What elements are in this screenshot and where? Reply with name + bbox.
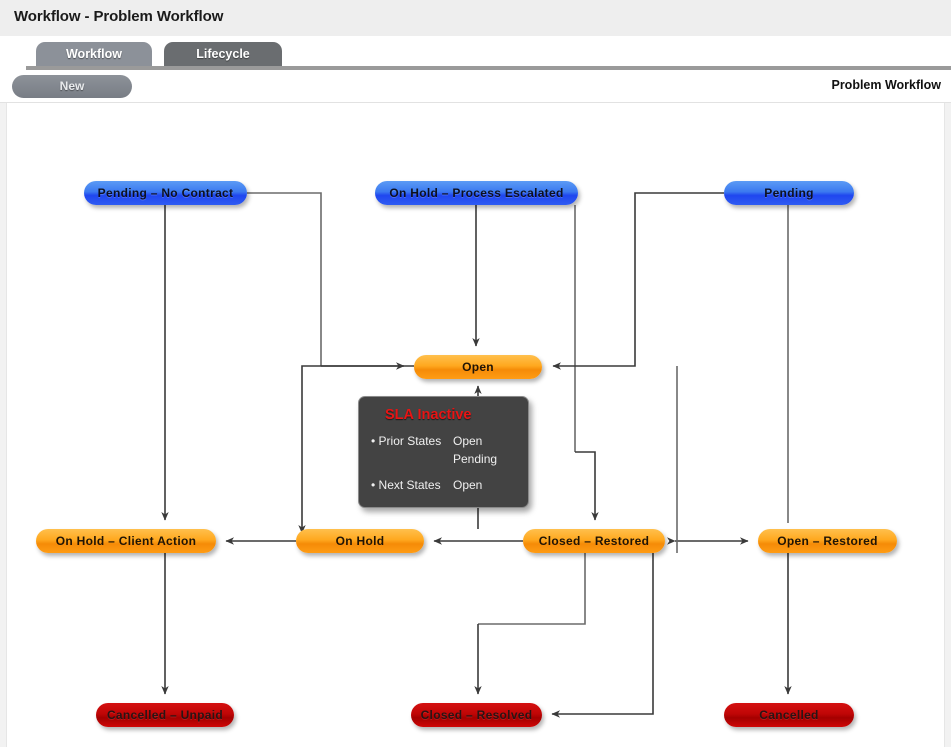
node-open-restored[interactable]: Open – Restored [758,529,897,553]
tooltip-next-states-label: • Next States [371,478,441,492]
workflow-name-label: Problem Workflow [831,78,941,92]
tooltip-next-states-row: • Next States Open [371,477,516,493]
node-cancelled[interactable]: Cancelled [724,703,854,727]
tab-lifecycle[interactable]: Lifecycle [164,42,282,68]
node-on-hold-client-action[interactable]: On Hold – Client Action [36,529,216,553]
sla-tooltip: SLA Inactive • Prior States Open Pending… [358,396,529,508]
canvas-left-rail [0,103,7,747]
page-title: Workflow - Problem Workflow [14,8,224,25]
workflow-canvas[interactable]: Pending – No Contract On Hold – Process … [0,102,951,747]
tab-workflow[interactable]: Workflow [36,42,152,68]
tooltip-prior-states-value: Open [453,434,483,448]
node-on-hold[interactable]: On Hold [296,529,424,553]
canvas-right-rail [944,103,951,747]
tooltip-next-states-value: Open [453,478,483,492]
node-pending-no-contract[interactable]: Pending – No Contract [84,181,247,205]
new-button[interactable]: New [12,75,132,98]
tooltip-prior-states-label: • Prior States [371,434,442,448]
canvas-inner: Pending – No Contract On Hold – Process … [0,103,951,747]
node-on-hold-process-escalated[interactable]: On Hold – Process Escalated [375,181,578,205]
node-closed-restored[interactable]: Closed – Restored [523,529,665,553]
toolbar: New Problem Workflow [0,72,951,102]
tooltip-prior-states-row: • Prior States Open [371,433,516,449]
node-open[interactable]: Open [414,355,542,379]
tooltip-prior-states-value-2: Pending [453,452,498,466]
tooltip-title: SLA Inactive [385,407,472,423]
tab-underline [26,66,951,70]
node-cancelled-unpaid[interactable]: Cancelled – Unpaid [96,703,234,727]
node-pending[interactable]: Pending [724,181,854,205]
window-title-bar: Workflow - Problem Workflow [0,0,951,37]
node-closed-resolved[interactable]: Closed – Resolved [411,703,542,727]
tab-strip: Workflow Lifecycle [0,36,951,68]
